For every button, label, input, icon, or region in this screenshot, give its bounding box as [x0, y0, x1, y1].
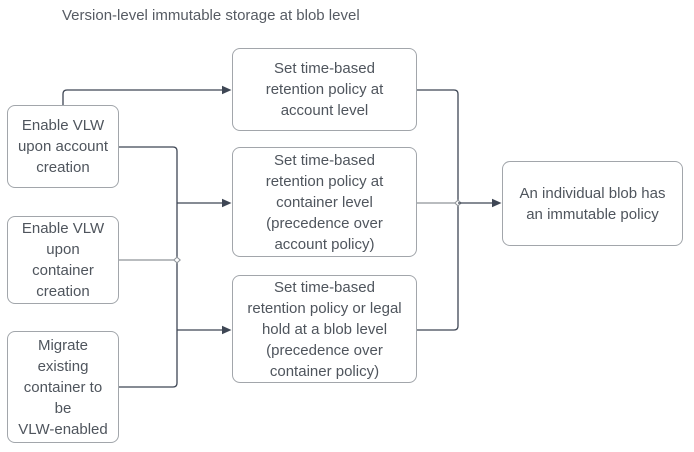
arrowhead-blob-policy — [222, 325, 232, 335]
node-retention-policy-blob-level: Set time-based retention policy or legal… — [232, 275, 417, 383]
node-migrate-existing-container: Migrate existing container to be VLW-ena… — [7, 331, 119, 443]
junction-diamond-left — [173, 256, 181, 264]
node-retention-policy-container-level: Set time-based retention policy at conta… — [232, 147, 417, 257]
connector-left-bus — [119, 146, 178, 388]
diagram-title: Version-level immutable storage at blob … — [62, 7, 360, 24]
arrowhead-result — [492, 198, 502, 208]
connector-account-to-account-policy — [62, 89, 222, 105]
connector-right-bus — [417, 89, 459, 331]
node-enable-vlw-container-creation: Enable VLW upon container creation — [7, 216, 119, 304]
arrowhead-container-policy — [222, 198, 232, 208]
node-enable-vlw-account-creation: Enable VLW upon account creation — [7, 105, 119, 188]
node-retention-policy-account-level: Set time-based retention policy at accou… — [232, 48, 417, 131]
arrowhead-account-policy — [222, 85, 232, 95]
node-blob-immutable-policy: An individual blob has an immutable poli… — [502, 161, 683, 246]
